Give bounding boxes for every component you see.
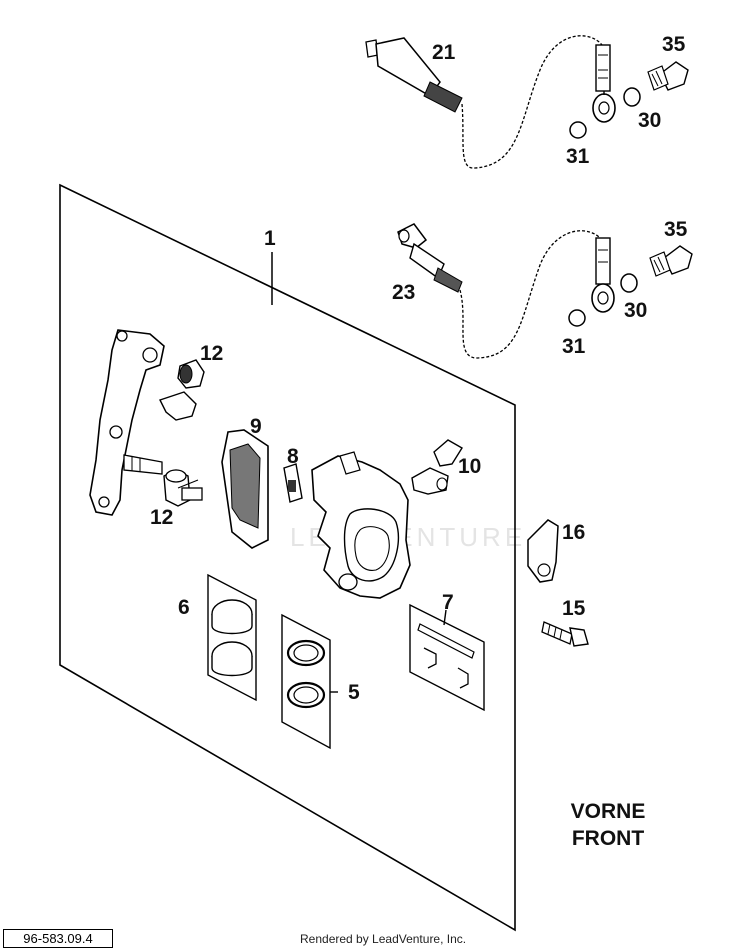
callout-10: 10 — [458, 455, 482, 478]
orientation-line-2: FRONT — [571, 827, 645, 851]
callout-1: 1 — [264, 227, 276, 250]
pad-retainer — [283, 463, 303, 503]
washer-31-lower — [568, 309, 586, 327]
hose-bracket — [527, 519, 559, 583]
credit-text: Rendered by LeadVenture, Inc. — [300, 932, 467, 946]
callout-31-lower: 31 — [562, 335, 586, 358]
brake-pad — [221, 429, 269, 549]
callout-16: 16 — [562, 521, 586, 544]
leader-line-12 — [177, 479, 199, 489]
rubber-boot-12 — [177, 359, 205, 389]
guide-pin-12 — [163, 469, 203, 507]
callout-31-upper: 31 — [566, 145, 590, 168]
callout-21: 21 — [432, 41, 456, 64]
callout-5: 5 — [348, 681, 360, 704]
callout-7: 7 — [442, 591, 454, 614]
callout-8: 8 — [287, 445, 299, 468]
callout-12-upper: 12 — [200, 342, 224, 365]
pad-spring — [159, 391, 197, 421]
assembly-panel — [59, 183, 516, 932]
washer-30-lower — [620, 273, 638, 293]
diagram-code: 96-583.09.4 — [3, 929, 113, 948]
orientation-label: VORNE FRONT — [558, 798, 658, 853]
banjo-bolt-lower — [649, 245, 693, 277]
brake-line-lower — [397, 223, 615, 359]
bleeder-valve — [411, 439, 463, 495]
piston-box — [207, 573, 257, 702]
callout-23: 23 — [392, 281, 416, 304]
banjo-bolt-upper — [647, 61, 689, 91]
seal-box — [281, 613, 338, 750]
callout-12-lower: 12 — [150, 506, 174, 529]
callout-9: 9 — [250, 415, 262, 438]
orientation-line-1: VORNE — [570, 800, 646, 823]
washer-31-upper — [569, 121, 587, 139]
washer-30-upper — [623, 87, 641, 107]
brake-line-upper — [365, 35, 616, 169]
callout-35-upper: 35 — [662, 33, 686, 56]
callout-30-lower: 30 — [624, 299, 648, 322]
callout-6: 6 — [178, 596, 190, 619]
pin-kit-box — [409, 603, 485, 712]
callout-30-upper: 30 — [638, 109, 662, 132]
caliper-body — [311, 451, 411, 599]
caliper-bracket — [89, 329, 165, 516]
screw — [541, 621, 589, 647]
callout-35-lower: 35 — [664, 218, 688, 241]
callout-15: 15 — [562, 597, 586, 620]
